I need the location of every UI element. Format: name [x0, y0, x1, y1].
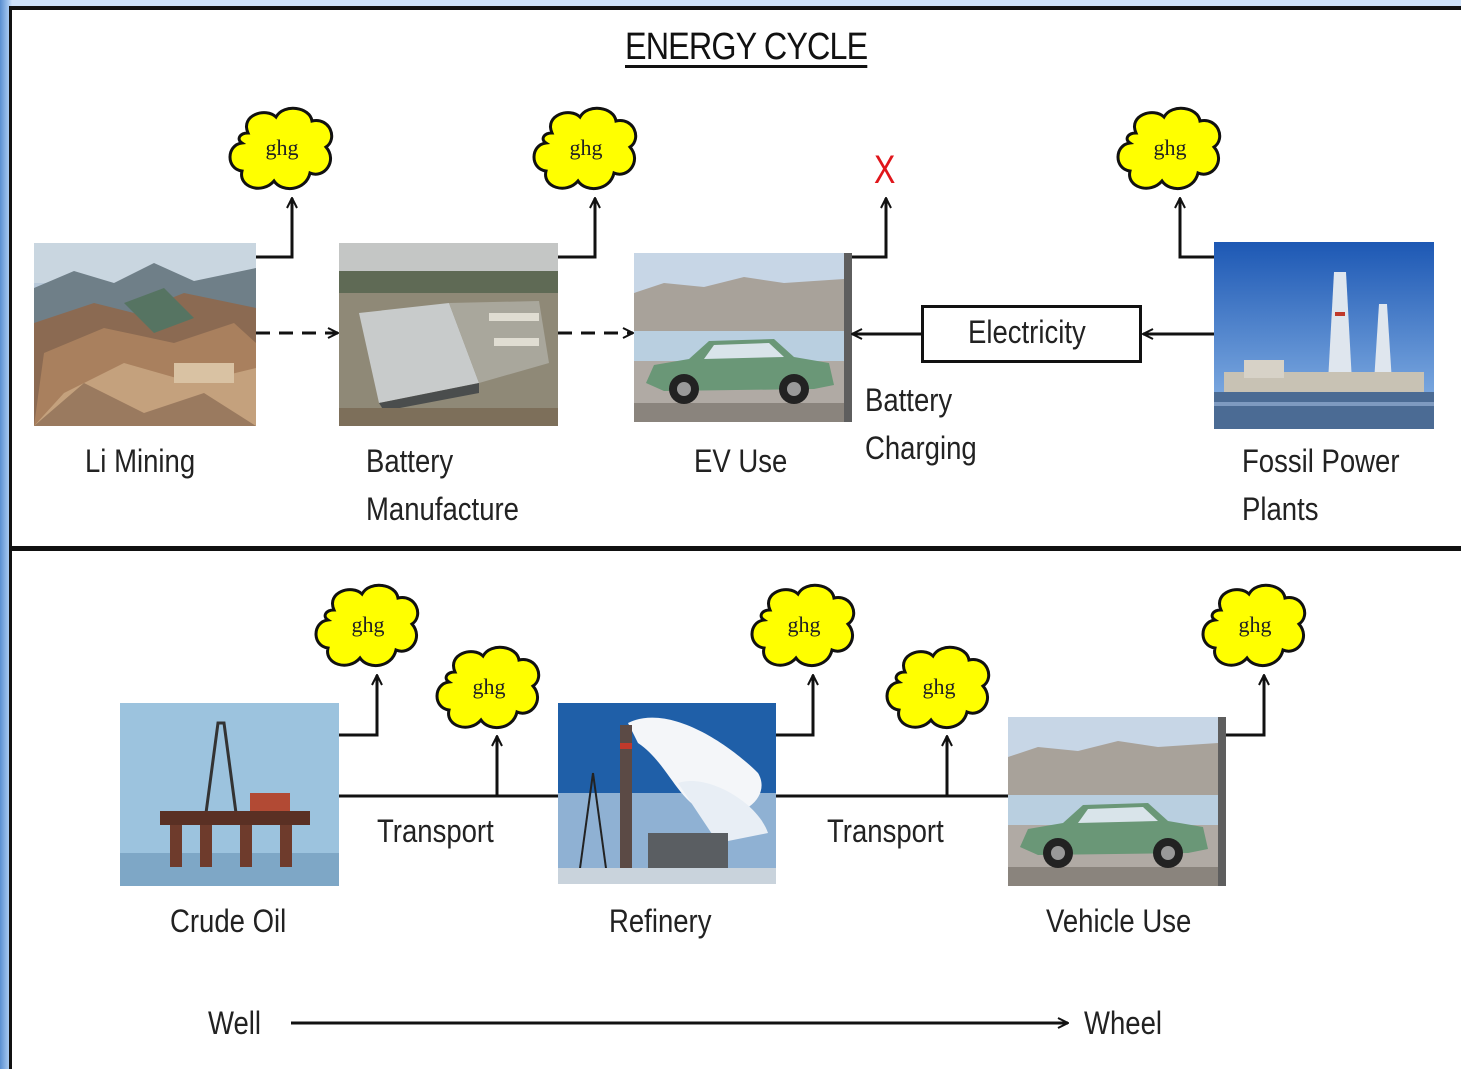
ghg-cloud-vehicle: ghg [1199, 580, 1311, 674]
ghg-cloud-fossil: ghg [1114, 103, 1226, 197]
refinery-label: Refinery [609, 903, 712, 939]
ghg-label: ghg [351, 612, 385, 637]
li-mining-photo [34, 243, 256, 426]
ghg-arrow-battery [558, 198, 595, 259]
transport-label-1: Transport [377, 813, 494, 849]
ghg-cloud-transport-1: ghg [433, 642, 545, 736]
cloud-icon [228, 106, 334, 190]
frame-top [9, 6, 1461, 10]
cloud-icon [532, 106, 638, 190]
li-mining-label: Li Mining [85, 443, 196, 479]
ghg-cloud-transport-2: ghg [883, 642, 995, 736]
ev-use-label: EV Use [694, 443, 788, 479]
vehicle-use-label: Vehicle Use [1046, 903, 1192, 939]
cloud-icon [435, 645, 541, 729]
ghg-label: ghg [1238, 612, 1272, 637]
fossil-label-line2: Plants [1242, 491, 1319, 527]
ghg-arrow-vehicle [1226, 675, 1264, 737]
transport-label-2: Transport [827, 813, 944, 849]
ghg-cloud-battery: ghg [530, 103, 642, 197]
ghg-cloud-li-mining: ghg [226, 103, 338, 197]
fossil-power-plant-photo [1214, 242, 1434, 429]
ghg-arrow-fossil [1180, 198, 1214, 259]
well-label: Well [208, 1005, 262, 1041]
battery-factory-photo [339, 243, 558, 426]
cloud-icon [1201, 583, 1307, 667]
frame-divider [9, 546, 1461, 551]
oil-rig-photo [120, 703, 339, 886]
cloud-icon [750, 583, 856, 667]
battery-label-line2: Manufacture [366, 491, 519, 527]
vehicle-car-photo [1008, 717, 1218, 886]
cloud-icon [314, 583, 420, 667]
electricity-label: Electricity [968, 314, 1086, 350]
no-emission-x-mark: X [874, 148, 896, 192]
refinery-photo [558, 703, 776, 884]
ghg-label: ghg [265, 135, 299, 160]
ghg-cloud-crude: ghg [312, 580, 424, 674]
diagram-title: ENERGY CYCLE [625, 26, 868, 68]
battery-label-line1: Battery [366, 443, 454, 479]
ghg-arrow-crude [339, 675, 377, 737]
ghg-arrow-li-mining [256, 198, 292, 259]
ghg-cloud-refinery: ghg [748, 580, 860, 674]
charging-label-line1: Battery [865, 382, 953, 418]
frame-left [9, 6, 12, 1069]
crude-oil-label: Crude Oil [170, 903, 287, 939]
ghg-label: ghg [1153, 135, 1187, 160]
ghg-label: ghg [472, 674, 506, 699]
ghg-arrow-refinery [776, 675, 813, 737]
ghg-label: ghg [569, 135, 603, 160]
x-arrow-ev [852, 198, 886, 259]
cloud-icon [1116, 106, 1222, 190]
ev-car-photo [634, 253, 844, 422]
wheel-label: Wheel [1084, 1005, 1163, 1041]
fossil-label-line1: Fossil Power [1242, 443, 1400, 479]
ghg-label: ghg [922, 674, 956, 699]
electricity-box: Electricity [921, 305, 1142, 363]
ghg-label: ghg [787, 612, 821, 637]
charging-label-line2: Charging [865, 430, 977, 466]
cloud-icon [885, 645, 991, 729]
